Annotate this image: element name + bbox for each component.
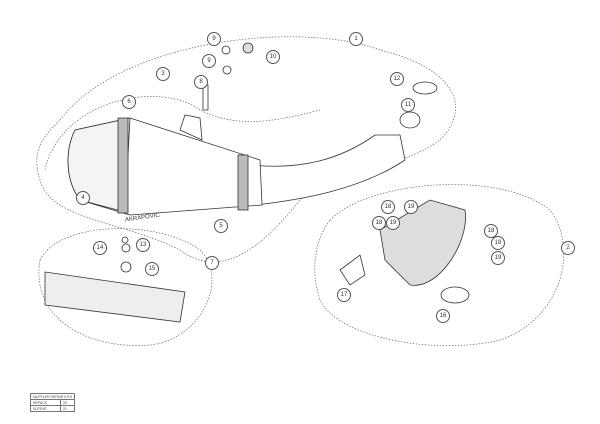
washer-15	[120, 261, 132, 273]
group-2-outline	[314, 184, 565, 347]
callout-18: 18	[484, 224, 498, 238]
callout-16: 16	[436, 309, 450, 323]
gasket-11	[399, 111, 421, 129]
nut-10	[242, 42, 254, 54]
callout-8: 8	[194, 75, 208, 89]
callout-5: 5	[214, 219, 228, 233]
callout-15: 15	[145, 262, 159, 276]
bolt-8	[202, 84, 209, 111]
bracket-17	[339, 254, 366, 286]
callout-18: 18	[372, 216, 386, 230]
washer-13	[121, 236, 129, 244]
muffler-clamp-rear	[237, 154, 249, 211]
washer-9b	[222, 65, 232, 75]
callout-19: 19	[491, 251, 505, 265]
callout-13: 13	[136, 238, 150, 252]
callout-7: 7	[205, 256, 219, 270]
callout-10: 10	[266, 50, 280, 64]
callout-1: 1	[349, 32, 363, 46]
kit-ref: 21	[60, 405, 76, 412]
callout-19: 19	[386, 216, 400, 230]
group-7-outline	[38, 228, 213, 346]
callout-19: 19	[404, 200, 418, 214]
muffler-clamp-front	[117, 117, 129, 214]
mounting-bracket	[179, 114, 203, 141]
callout-9: 9	[207, 32, 221, 46]
callout-11: 11	[401, 98, 415, 112]
heat-shield	[379, 199, 466, 286]
clamp-16	[440, 286, 470, 304]
sleeve-insert	[44, 271, 186, 323]
callout-17: 17	[337, 288, 351, 302]
kit-name: SLEEVE	[29, 405, 62, 412]
brand-logo: AKRAPOVIC	[125, 213, 161, 224]
callout-14: 14	[93, 241, 107, 255]
callout-3: 3	[156, 67, 170, 81]
washer-9a	[221, 45, 231, 55]
group-3-outline	[44, 96, 321, 171]
callout-18: 18	[491, 236, 505, 250]
callout-18: 18	[381, 200, 395, 214]
clamp-12	[412, 81, 438, 95]
callout-2: 2	[561, 241, 575, 255]
link-pipe	[249, 134, 406, 206]
callout-9: 9	[202, 54, 216, 68]
callout-4: 4	[76, 191, 90, 205]
muffler-end-cap	[67, 117, 131, 213]
callout-12: 12	[390, 72, 404, 86]
callout-6: 6	[122, 95, 136, 109]
nut-14	[121, 243, 131, 253]
